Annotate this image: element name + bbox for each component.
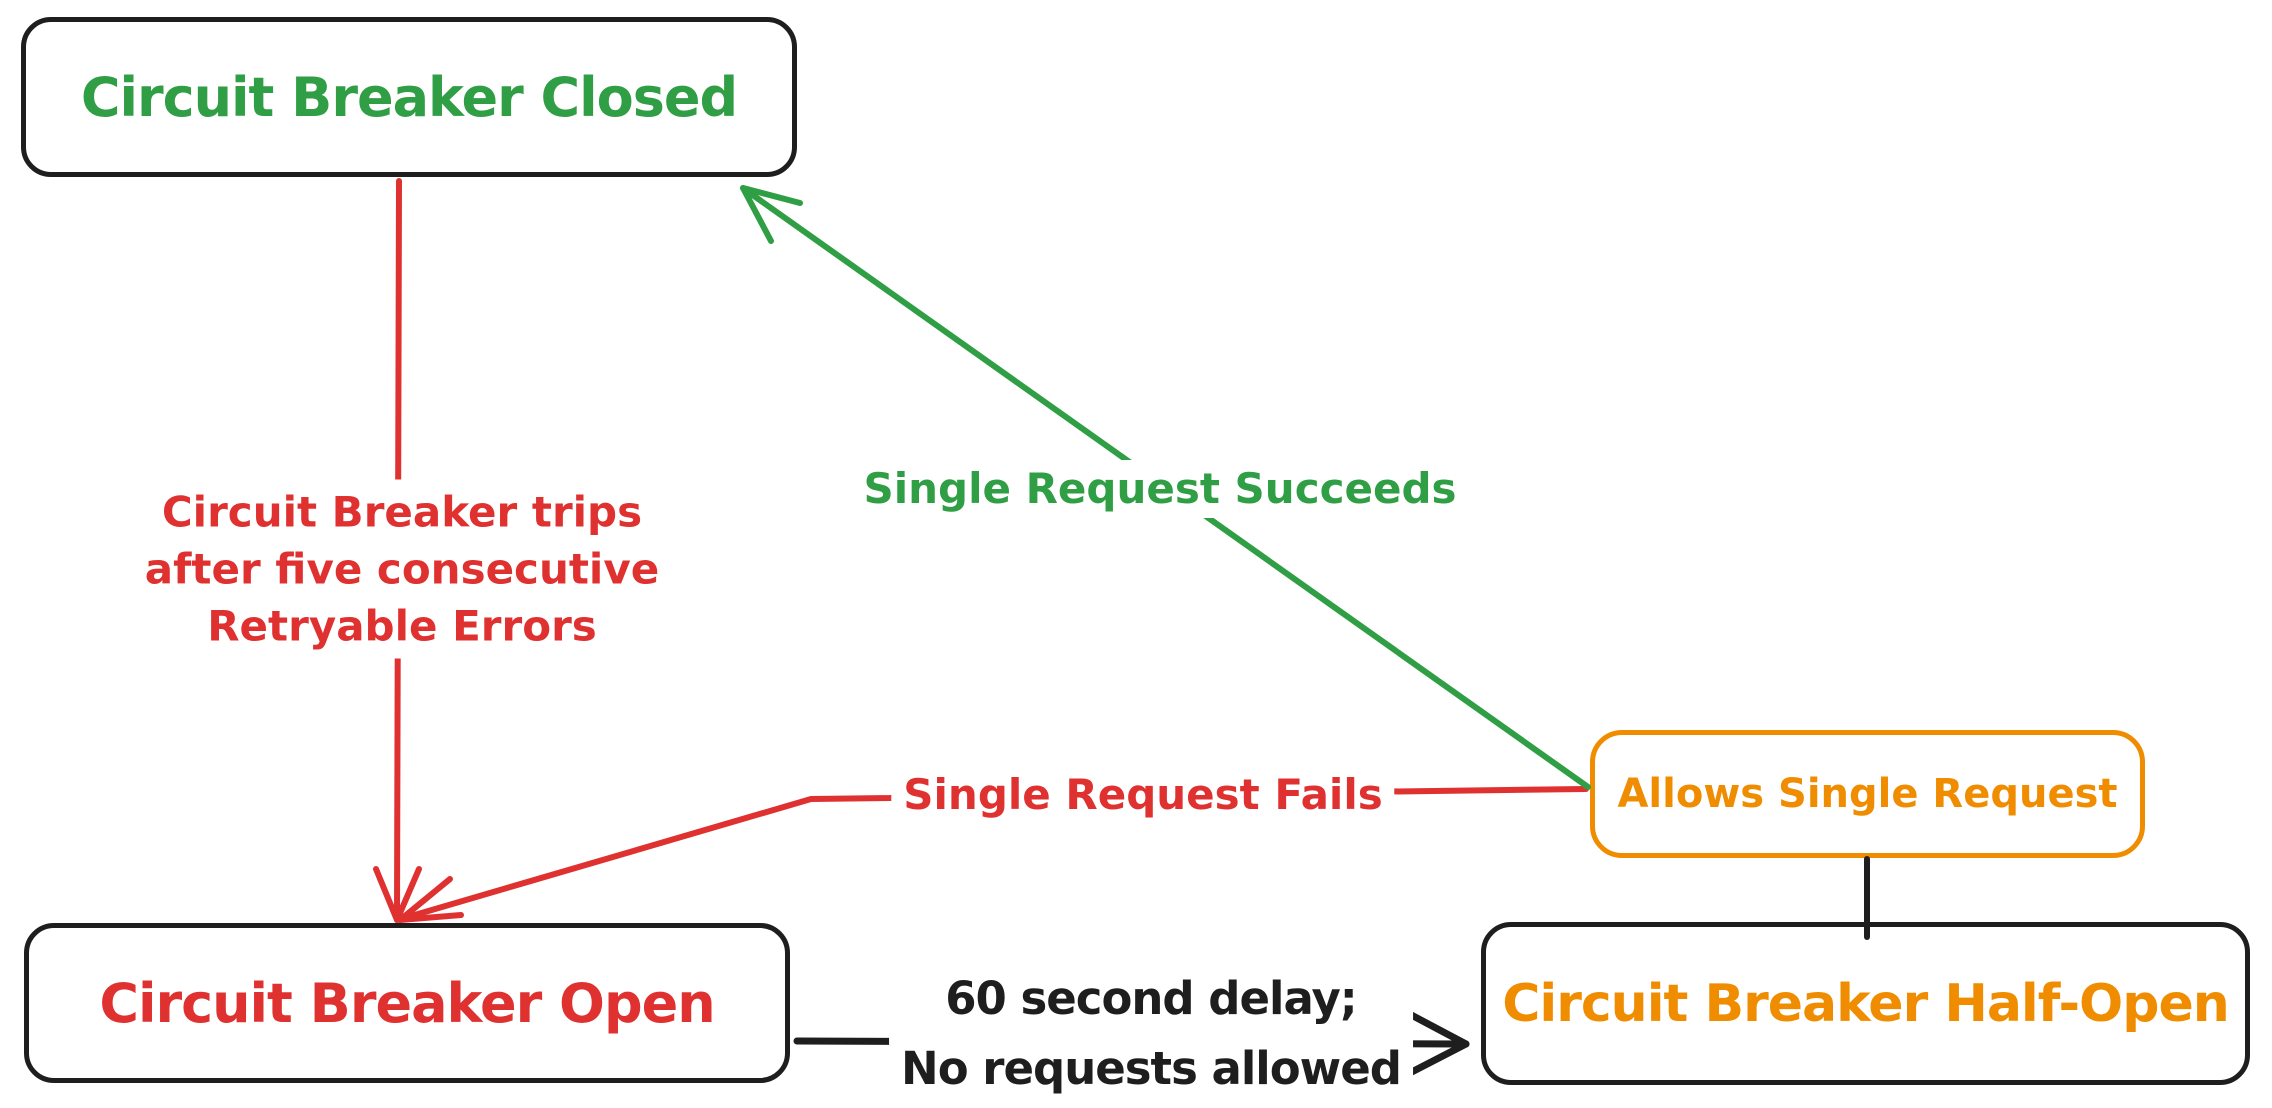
edge-trips-label-line1: Circuit Breaker trips [161,487,643,537]
node-circuit-breaker-closed-label: Circuit Breaker Closed [80,65,738,129]
edge-fails-label: Single Request Fails [891,766,1395,824]
node-circuit-breaker-closed: Circuit Breaker Closed [21,17,797,177]
edge-delay-label-line2: No requests allowed [901,1042,1402,1095]
node-circuit-breaker-open-label: Circuit Breaker Open [99,971,715,1035]
node-circuit-breaker-half-open-label: Circuit Breaker Half-Open [1502,973,2230,1034]
edge-trips-label: Circuit Breaker trips after five consecu… [132,479,672,659]
edge-delay-label: 60 second delay; No requests allowed [889,960,1413,1108]
edge-delay-label-line1: 60 second delay; [945,972,1358,1025]
node-allows-single-request: Allows Single Request [1590,730,2145,858]
edge-succeeds-label: Single Request Succeeds [851,460,1469,518]
node-circuit-breaker-half-open: Circuit Breaker Half-Open [1481,922,2250,1085]
edge-trips-label-line3: Retryable Errors [207,601,597,651]
edge-trips-label-line2: after five consecutive [144,544,660,594]
node-allows-single-request-label: Allows Single Request [1617,771,2118,817]
node-circuit-breaker-open: Circuit Breaker Open [24,923,790,1083]
